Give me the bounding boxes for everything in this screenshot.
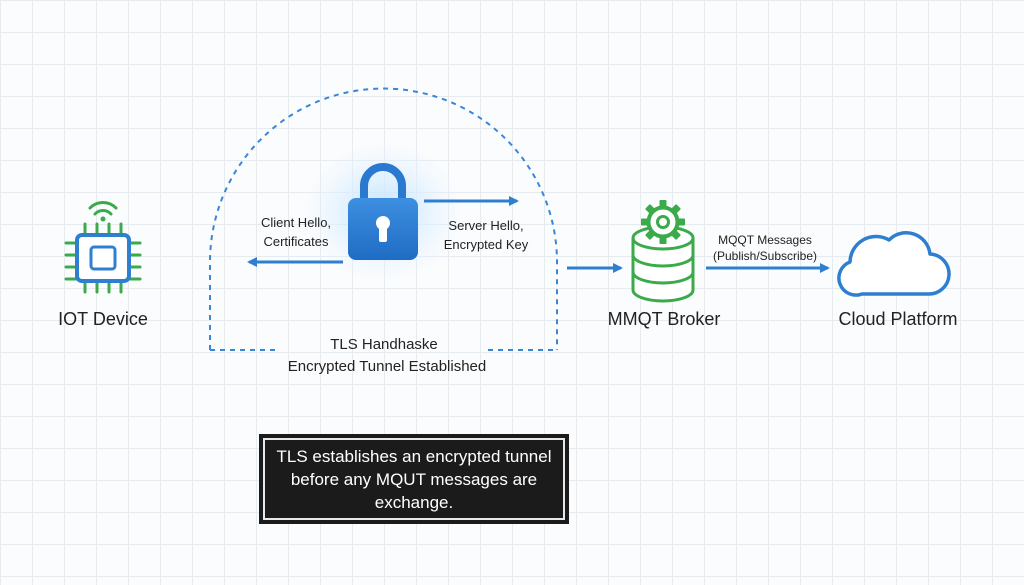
cloud-icon (837, 231, 951, 297)
mqtt-messages-label: MQQT Messages (Publish/Subscribe) (700, 232, 830, 264)
tls-note-line2: before any MQUT messages are (290, 469, 538, 489)
client-hello-label: Client Hello, Certificates (248, 213, 344, 251)
tls-note-box: TLS establishes an encrypted tunnel befo… (259, 434, 569, 524)
lock-icon (348, 163, 418, 260)
tls-note-line3: exchange. (374, 492, 454, 512)
mqtt-messages-line2: (Publish/Subscribe) (712, 249, 818, 263)
client-hello-line1: Client Hello, (260, 215, 332, 230)
tls-tunnel-subtitle: Encrypted Tunnel Established (287, 358, 487, 375)
client-hello-line2: Certificates (263, 234, 329, 249)
tls-tunnel-arch (209, 87, 558, 351)
wifi-signal-icon (88, 201, 118, 216)
tls-handshake-title: TLS Handhaske (330, 336, 438, 353)
server-hello-label: Server Hello, Encrypted Key (432, 216, 540, 254)
iot-device-label: IOT Device (58, 309, 148, 329)
gear-icon (641, 200, 685, 244)
mqtt-messages-line1: MQQT Messages (718, 233, 812, 247)
broker-database-gear-icon (631, 200, 695, 303)
broker-label: MMQT Broker (607, 309, 721, 329)
cloud-platform-label: Cloud Platform (838, 309, 958, 329)
server-hello-line2: Encrypted Key (443, 237, 529, 252)
tls-note-line1: TLS establishes an encrypted tunnel (276, 446, 552, 466)
server-hello-line1: Server Hello, (448, 218, 524, 233)
iot-chip-icon (64, 201, 142, 294)
